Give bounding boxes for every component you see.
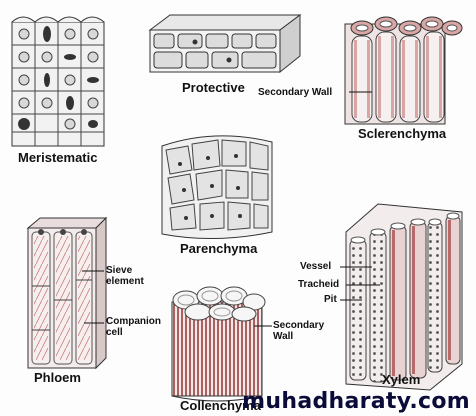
vessel-label: Vessel <box>300 261 332 272</box>
xylem-drawing <box>345 203 463 391</box>
collenchyma-drawing <box>171 286 266 402</box>
collenchyma-label: Collenchyma <box>180 398 261 413</box>
parenchyma-drawing <box>161 135 273 240</box>
watermark: muhadharaty.com <box>242 389 470 414</box>
meristematic-label: Meristematic <box>18 150 98 165</box>
secondary-wall-top-label: Secondary Wall <box>258 87 333 98</box>
companion-cell-label: Companion cell <box>106 316 161 338</box>
tracheid-label: Tracheid <box>298 279 340 290</box>
phloem-drawing <box>26 216 108 370</box>
sieve-element-label: Sieve element <box>106 265 144 287</box>
xylem-label: Xylem <box>382 372 421 387</box>
protective-label: Protective <box>182 80 245 95</box>
sclerenchyma-drawing <box>344 16 463 125</box>
phloem-label: Phloem <box>34 370 81 385</box>
parenchyma-label: Parenchyma <box>180 241 258 256</box>
pit-label: Pit <box>324 294 337 305</box>
meristematic-drawing <box>11 16 105 147</box>
secondary-wall-bottom-label: Secondary Wall <box>273 320 325 342</box>
sclerenchyma-label: Sclerenchyma <box>358 126 447 141</box>
protective-drawing <box>148 14 302 74</box>
